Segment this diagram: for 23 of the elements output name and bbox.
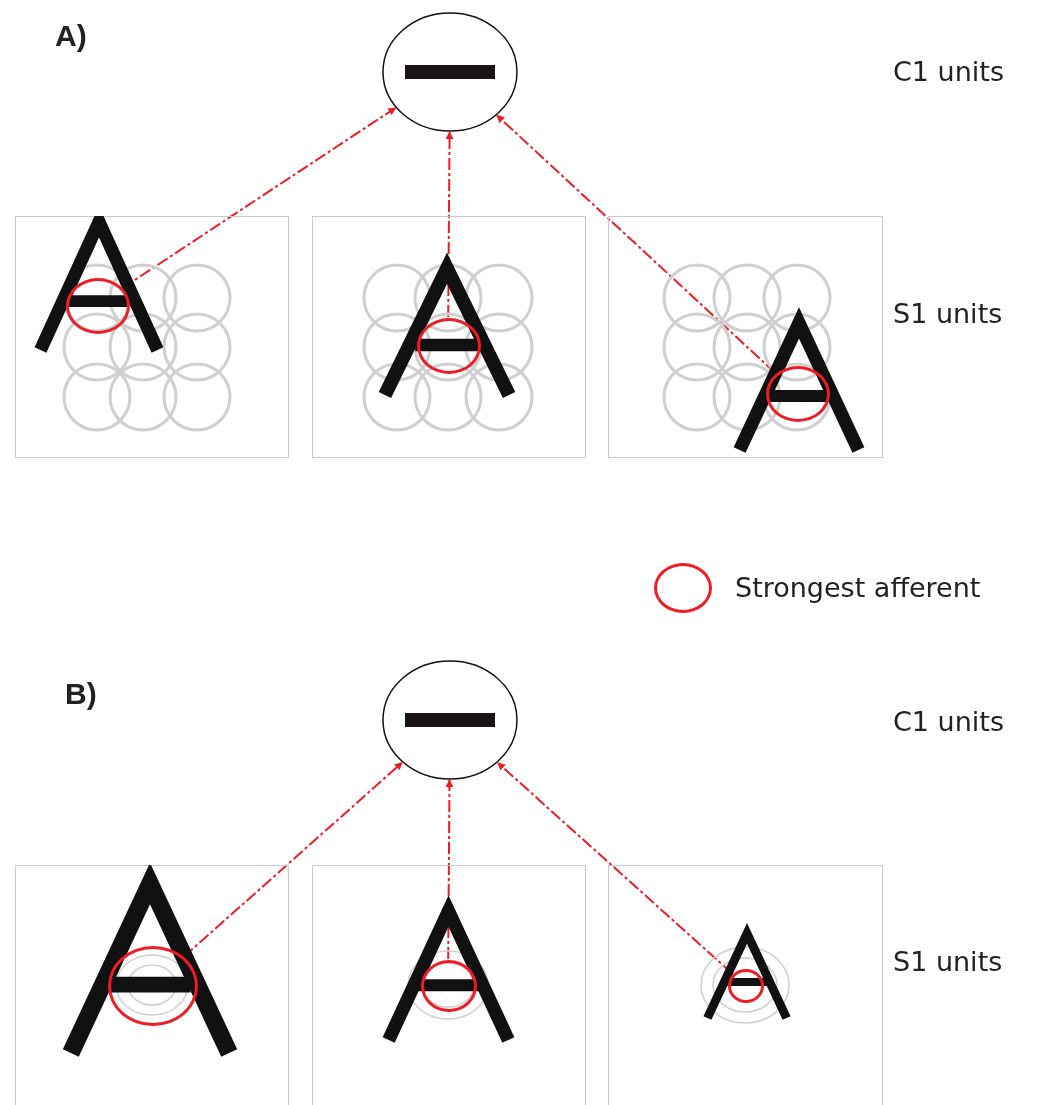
stimulus-panel <box>312 216 586 458</box>
stimulus-panel <box>15 865 289 1105</box>
panel-letter: A) <box>55 18 87 54</box>
arrow <box>445 131 454 318</box>
unit-circle <box>382 12 518 132</box>
legend-label: Strongest afferent <box>735 572 981 605</box>
afferent-circle <box>417 318 481 374</box>
layer-label: C1 units <box>893 706 1004 739</box>
unit-circle <box>382 660 518 780</box>
afferent-circle <box>66 278 130 334</box>
layer-label: C1 units <box>893 56 1004 89</box>
arrow <box>445 779 454 960</box>
stimulus-panel <box>608 216 883 458</box>
afferent-circle <box>421 960 477 1012</box>
layer-label: S1 units <box>893 298 1003 331</box>
stimulus-panel <box>15 216 289 458</box>
afferent-circle <box>728 969 764 1003</box>
panel-letter: B) <box>65 676 97 712</box>
afferent-circle <box>766 366 830 422</box>
layer-label: S1 units <box>893 946 1003 979</box>
afferent-circle <box>108 946 198 1026</box>
stimulus-panel <box>312 865 586 1105</box>
stimulus-panel <box>608 865 883 1105</box>
